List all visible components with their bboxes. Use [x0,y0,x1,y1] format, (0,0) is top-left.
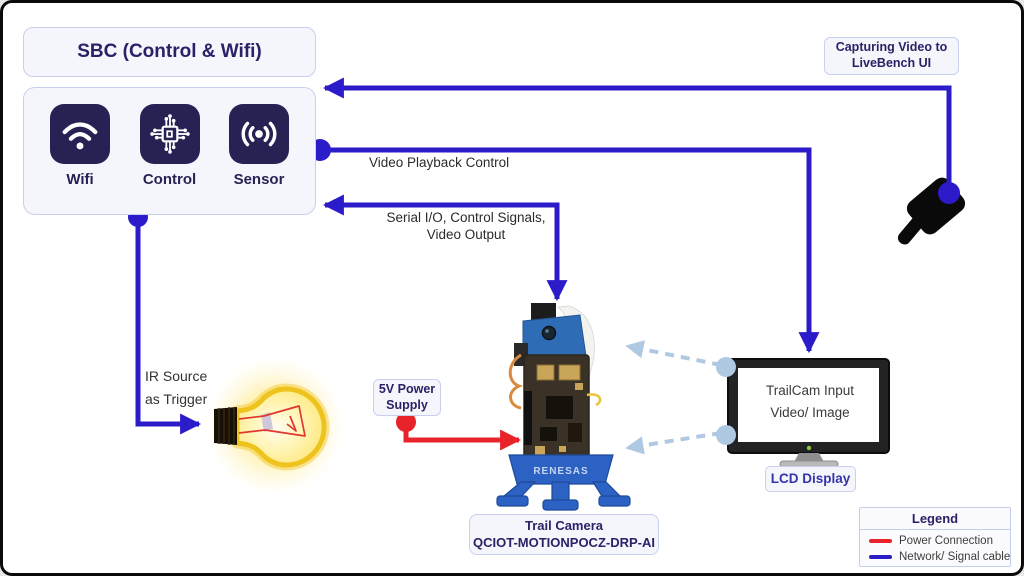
network-cable-swatch [869,555,892,559]
module-sensor: Sensor [223,104,295,190]
labels-layer: SBC (Control & Wifi) Wifi [3,3,1021,573]
trailcam-line2: QCIOT-MOTIONPOCZ-DRP-AI [473,534,655,550]
legend-row-network: Network/ Signal cable [869,551,1010,563]
signal-waves-icon [229,104,289,164]
ir-line1: IR Source [145,368,208,384]
lcd-display-text: LCD Display [770,470,851,486]
power-supply-label-box: 5V Power Supply [373,379,441,416]
circuit-chip-icon [139,104,200,164]
trail-camera-label-box: Trail Camera QCIOT-MOTIONPOCZ-DRP-AI [469,514,659,555]
monitor-line1: TrailCam Input [765,383,855,398]
module-wifi: Wifi [44,104,116,190]
serial-line1: Serial I/O, Control Signals, [386,210,546,225]
capture-line2: LiveBench UI [851,56,932,70]
monitor-screen-text: TrailCam Input Video/ Image [740,380,880,423]
legend-label-power: Power Connection [899,535,993,547]
trailcam-line1: Trail Camera [524,518,604,534]
ir-source-label: IR Source as Trigger [145,365,207,411]
capture-line1: Capturing Video to [835,40,948,55]
capture-video-label-box: Capturing Video to LiveBench UI [824,37,959,75]
serial-io-label: Serial I/O, Control Signals, Video Outpu… [360,209,572,243]
power-line2: Supply [386,397,428,412]
legend-row-power: Power Connection [869,535,1001,547]
module-label-sensor: Sensor [233,171,285,188]
lcd-display-label-box: LCD Display [765,466,856,492]
legend-box: Legend Power Connection Network/ Signal … [859,507,1011,567]
sbc-title-text: SBC (Control & Wifi) [77,41,262,63]
wifi-icon [50,104,110,164]
sbc-modules-box: Wifi [23,87,316,215]
power-connection-swatch [869,539,892,543]
module-label-wifi: Wifi [66,171,94,188]
power-line1: 5V Power [378,381,436,396]
ir-line2: as Trigger [145,391,208,407]
monitor-line2: Video/ Image [770,404,850,420]
legend-items: Power Connection Network/ Signal cable [860,530,1010,563]
module-control: Control [134,104,206,190]
video-playback-label: Video Playback Control [369,155,510,170]
sbc-title-box: SBC (Control & Wifi) [23,27,316,77]
serial-line2: Video Output [426,227,506,242]
legend-label-network: Network/ Signal cable [899,551,1011,563]
legend-title: Legend [860,508,1010,530]
module-label-control: Control [142,171,197,188]
